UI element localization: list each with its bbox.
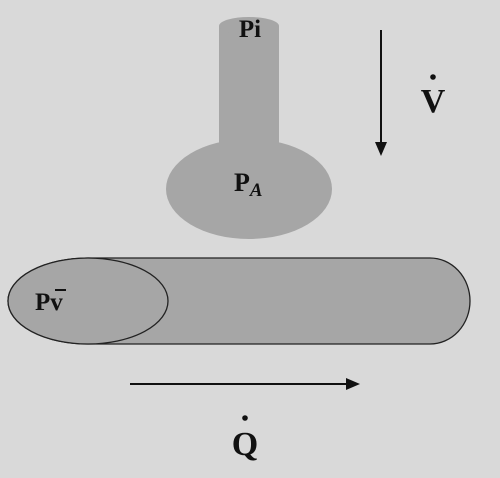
perfusion-arrow — [130, 378, 360, 390]
v-label: V — [421, 83, 446, 120]
ventilation-arrow — [375, 30, 387, 156]
airway-tube — [219, 26, 279, 156]
pv-label: Pv — [35, 289, 63, 316]
pa-label-subscript: A — [249, 180, 263, 201]
q-dot — [242, 415, 248, 421]
pi-label: Pi — [239, 16, 261, 43]
capillary-entrance-ellipse — [7, 257, 169, 345]
v-dot — [430, 74, 436, 80]
alveolus-shape — [166, 139, 332, 239]
pa-label: PA — [234, 168, 263, 201]
pa-label-main: P — [234, 168, 250, 197]
airway-alveolus — [166, 17, 332, 239]
q-label: Q — [232, 426, 258, 463]
airway-top — [219, 17, 279, 35]
capillary-vessel — [7, 257, 471, 345]
